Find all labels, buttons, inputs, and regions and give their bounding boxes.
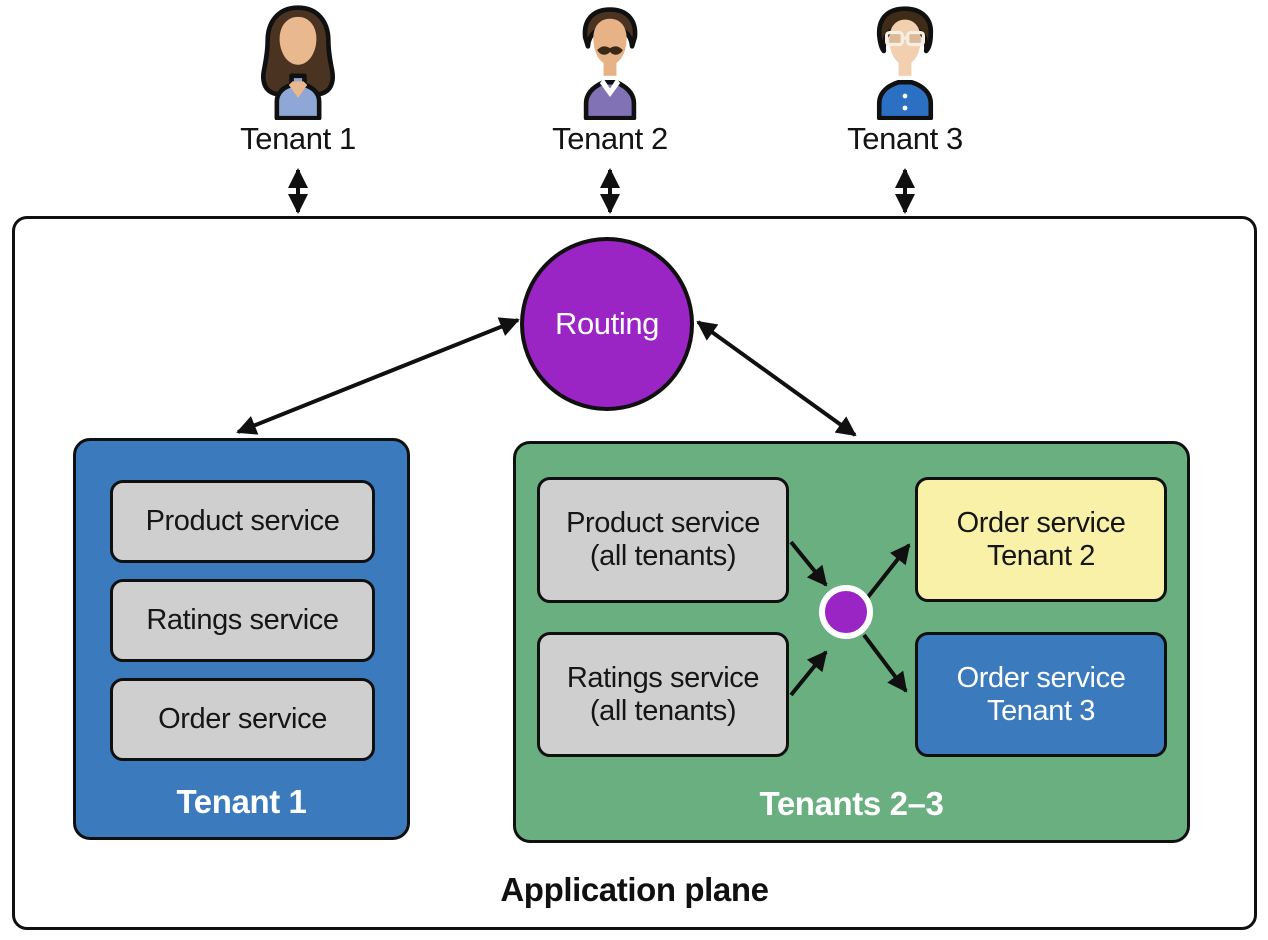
tenant-user-2: Tenant 2 <box>530 4 690 164</box>
fanout-to-order2-arrow <box>862 543 911 604</box>
shared-ratings-service-scope: (all tenants) <box>589 694 737 727</box>
order-service-tenant2-name: Order service <box>956 506 1126 539</box>
tenant-3-label: Tenant 3 <box>847 121 963 156</box>
routing-label: Routing <box>554 306 660 341</box>
fanout-to-order3-arrow <box>862 633 908 693</box>
routing-tenant1-arrow <box>236 317 520 435</box>
tenant1-product-service-label: Product service <box>145 505 340 537</box>
shared-ratings-service-box: Ratings service (all tenants) <box>537 632 789 757</box>
tenant-user-1: Tenant 1 <box>218 4 378 164</box>
ratings-to-fanout-arrow <box>789 650 828 697</box>
shared-ratings-service-name: Ratings service <box>566 661 760 694</box>
order-service-tenant3-box: Order service Tenant 3 <box>915 632 1167 757</box>
product-to-fanout-arrow <box>789 540 828 587</box>
tenant1-group-label: Tenant 1 <box>176 783 307 820</box>
routing-node: Routing <box>520 237 694 411</box>
man-mustache-avatar-icon <box>582 7 638 120</box>
routing-tenants23-arrow <box>696 320 857 437</box>
tenants23-group-label: Tenants 2–3 <box>759 785 944 822</box>
tenant1-ratings-service-label: Ratings service <box>146 604 339 636</box>
shared-product-service-name: Product service <box>566 507 760 539</box>
application-plane-label: Application plane <box>500 871 769 908</box>
tenant-1-label: Tenant 1 <box>240 121 356 156</box>
shared-product-service-box: Product service (all tenants) <box>537 477 789 603</box>
order-service-tenant3-name: Order service <box>956 661 1126 694</box>
man-glasses-avatar-icon <box>876 6 934 120</box>
woman-avatar-icon <box>261 5 335 120</box>
tenant1-order-service-box: Order service <box>110 678 375 761</box>
tenant1-ratings-service-box: Ratings service <box>110 579 375 662</box>
tenant1-product-service-box: Product service <box>110 480 375 563</box>
order-service-tenant3-tenant: Tenant 3 <box>986 694 1096 727</box>
tenant1-order-service-label: Order service <box>158 703 327 735</box>
tenant-2-label: Tenant 2 <box>552 121 668 156</box>
order-service-tenant2-box: Order service Tenant 2 <box>915 477 1167 602</box>
order-service-tenant2-tenant: Tenant 2 <box>986 539 1096 572</box>
tenant-user-3: Tenant 3 <box>825 4 985 164</box>
shared-product-service-scope: (all tenants) <box>589 540 737 572</box>
fanout-node <box>819 585 873 639</box>
